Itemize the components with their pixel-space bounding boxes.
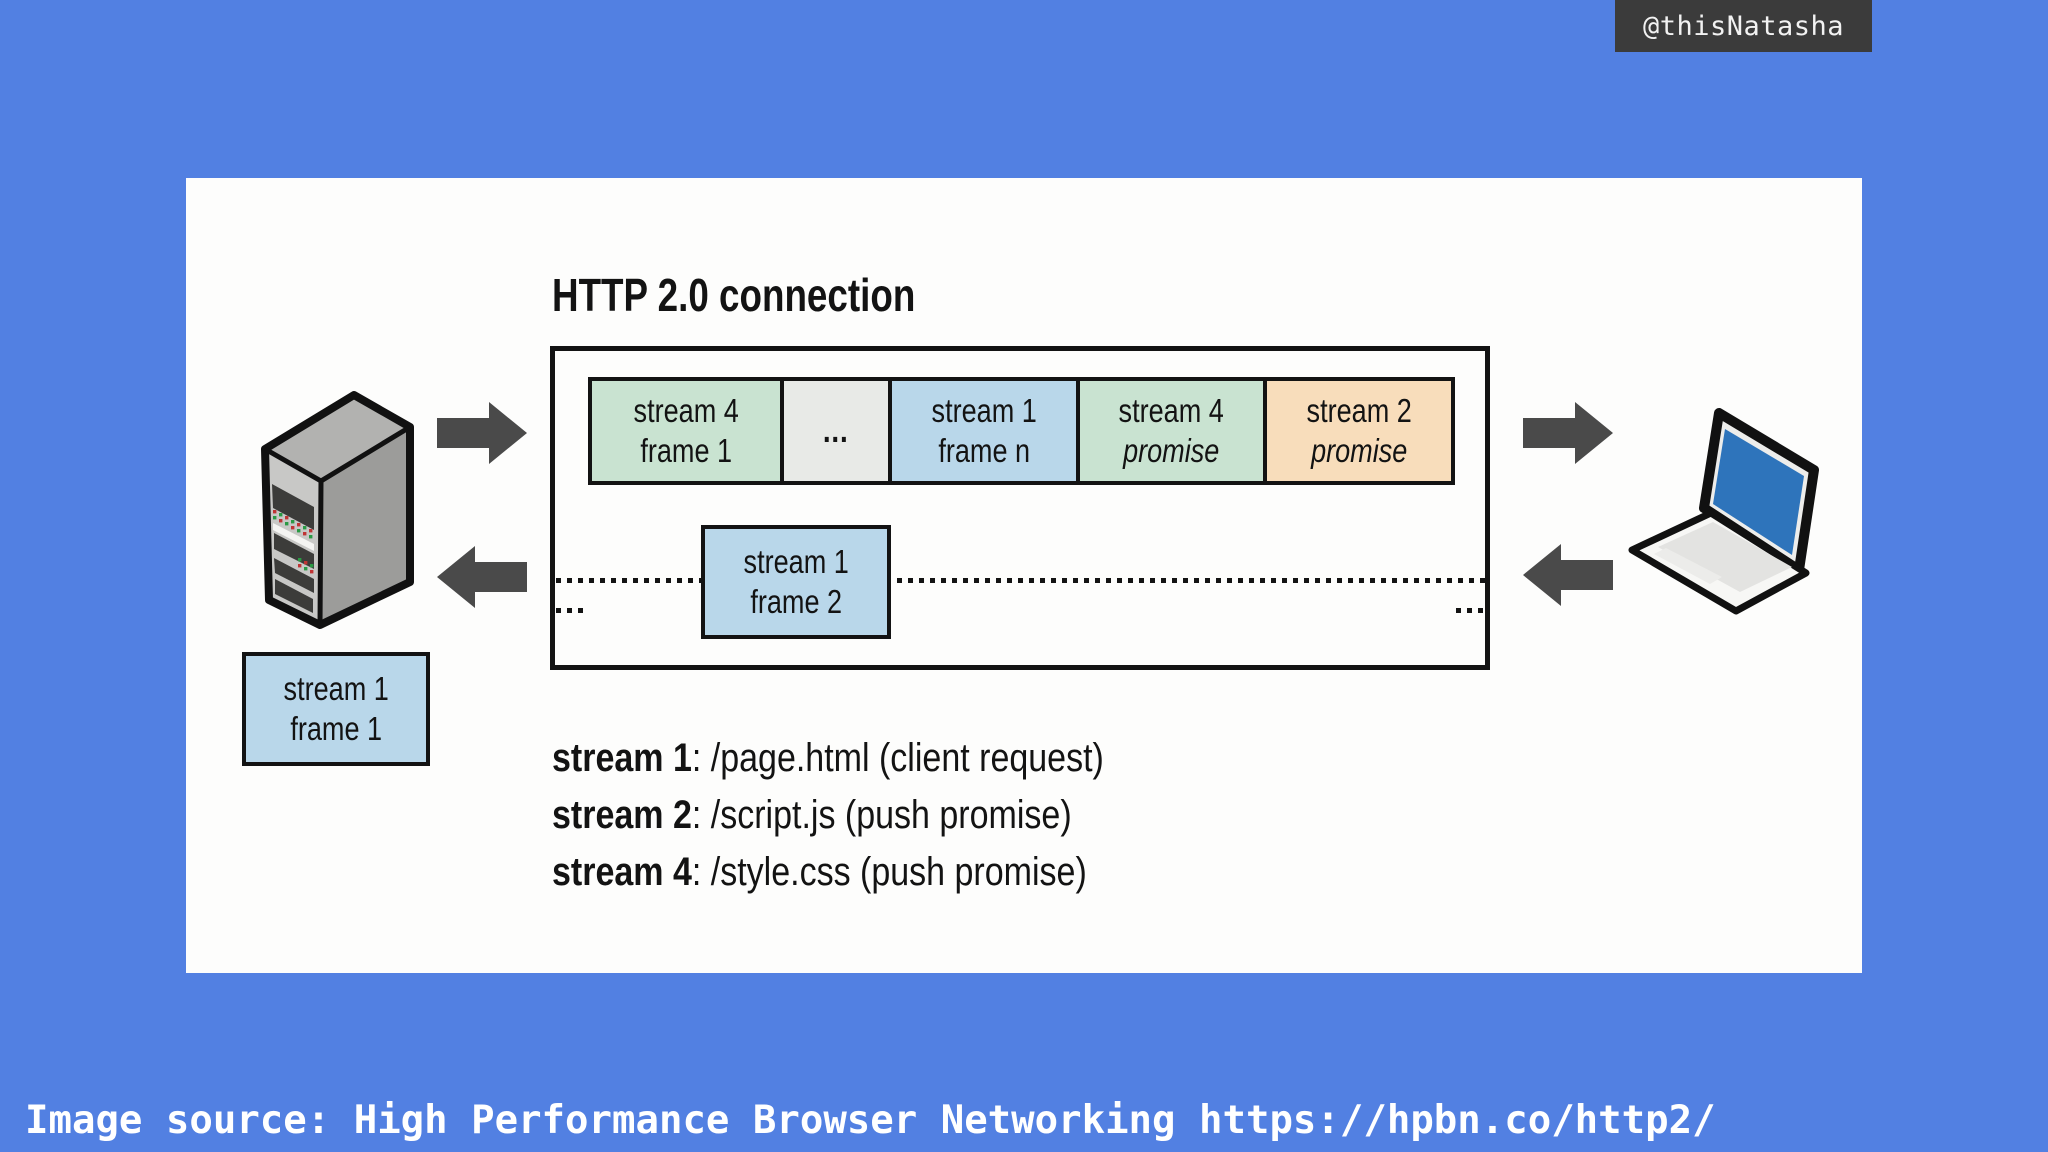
arrow-left-icon [1522,544,1614,606]
frames-row: stream 4 frame 1 ... stream 1 frame n st… [588,377,1455,485]
frame-label-line2: promise [1310,432,1408,469]
frame-label-line2: frame n [938,432,1030,469]
arrow-left-icon [436,546,528,608]
stream-legend: stream 1: /page.html (client request) st… [552,730,1104,901]
frame-box-ellipsis: ... [780,377,892,485]
frame-box-stream1-frame1: stream 1 frame 1 [242,652,430,766]
legend-line-stream1: stream 1: /page.html (client request) [552,730,1104,787]
frame-box-stream4-frame1: stream 4 frame 1 [588,377,784,485]
frame-label-line1: stream 1 [931,392,1037,429]
frame-box-stream4-promise: stream 4 promise [1076,377,1267,485]
request-flow-dotted-line [556,608,586,613]
frame-label-line2: frame 1 [290,710,382,747]
laptop-icon [1626,396,1834,625]
http2-connection-box [550,346,1490,670]
author-handle-text: @thisNatasha [1642,10,1845,42]
arrow-right-icon [436,402,528,464]
legend-line-stream2: stream 2: /script.js (push promise) [552,787,1104,844]
legend-stream-detail: : /script.js (push promise) [691,793,1072,837]
frame-label-line1: stream 4 [1118,392,1225,429]
image-source-caption: Image source: High Performance Browser N… [25,1098,1716,1143]
server-tower-icon [258,390,414,630]
frame-box-stream2-promise: stream 2 promise [1263,377,1455,485]
legend-stream-name: stream 1 [552,736,692,780]
diagram-title: HTTP 2.0 connection [552,269,916,321]
legend-line-stream4: stream 4: /style.css (push promise) [552,844,1104,901]
legend-stream-name: stream 4 [552,850,692,894]
frame-label-line2: frame 1 [640,432,732,469]
legend-stream-name: stream 2 [552,793,692,837]
request-flow-dotted-line [1456,608,1488,613]
frame-box-stream1-framen: stream 1 frame n [888,377,1080,485]
server-led-lights [273,510,313,539]
server-led-lights-2 [298,558,314,574]
author-handle-badge: @thisNatasha [1615,0,1872,52]
legend-stream-detail: : /page.html (client request) [691,736,1104,780]
diagram-panel: HTTP 2.0 connection [186,178,1862,973]
ellipsis-label: ... [823,412,849,450]
frame-label-line1: stream 2 [1306,392,1412,429]
legend-stream-detail: : /style.css (push promise) [691,850,1087,894]
frame-label-line2: promise [1123,432,1220,469]
arrow-right-icon [1522,402,1614,464]
response-flow-dotted-line [556,578,1486,583]
frame-box-stream1-frame2: stream 1 frame 2 [701,525,891,639]
frame-label-line1: stream 1 [283,670,389,707]
frame-label-line1: stream 4 [633,392,739,429]
frame-label-line2: frame 2 [750,583,842,620]
frame-label-line1: stream 1 [743,543,849,580]
